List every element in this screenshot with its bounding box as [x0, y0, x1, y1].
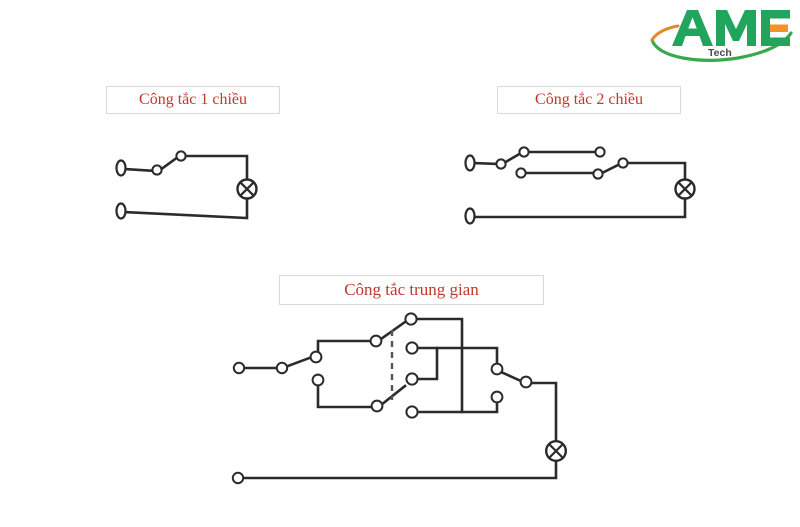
intermediate-terminal-live [232, 361, 246, 375]
intermediate-right-upper-contact-node [490, 362, 504, 376]
intermediate-left-upper-contact-node [369, 334, 383, 348]
logo-letter-e-top [761, 10, 790, 24]
intermediate-cross-wire-c [435, 346, 499, 366]
two-way-lamp-feed [624, 161, 687, 182]
one-way-wires [122, 154, 249, 220]
two-way-right-contact-lower-node [592, 168, 604, 180]
intermediate-lamp-icon [545, 440, 568, 463]
intermediate-return-wire [241, 459, 558, 480]
two-way-left-pivot-node [495, 158, 507, 170]
intermediate-terminal-neutral [231, 471, 245, 485]
one-way-terminal-live [115, 159, 127, 177]
one-way-input-lead [122, 167, 158, 173]
two-way-right-pivot-node [617, 157, 629, 169]
two-way-left-switch-arm [502, 151, 523, 165]
intermediate-left-lower-contact-node [370, 399, 384, 413]
intermediate-right-pivot-node [519, 375, 533, 389]
intermediate-cross-node-4 [405, 405, 419, 419]
intermediate-left-pivot-node [309, 350, 323, 364]
intermediate-cross-wire-b [415, 346, 439, 381]
intermediate-cross-node-1 [404, 312, 418, 326]
two-way-terminal-live [464, 154, 476, 172]
logo-letter-e-bottom [761, 24, 790, 46]
ame-tech-logo: Tech [648, 2, 796, 64]
one-way-switch-arm [158, 155, 180, 172]
one-way-terminal-neutral [115, 202, 127, 220]
logo-subtext: Tech [708, 47, 732, 59]
caption-intermediate-switch: Công tắc trung gian [279, 275, 544, 305]
intermediate-left-spare-node [311, 373, 325, 387]
intermediate-cross-arm-upper [379, 320, 407, 341]
intermediate-cross-wire-a [414, 317, 464, 414]
intermediate-right-switch-arm [499, 370, 523, 383]
one-way-switch-pivot-node [151, 164, 163, 176]
two-way-right-switch-arm [598, 162, 622, 176]
two-way-left-contact-upper-node [518, 146, 530, 158]
one-way-switch-contact-node [175, 150, 187, 162]
intermediate-right-lower-contact-node [490, 390, 504, 404]
intermediate-cross-arm-lower [379, 384, 407, 407]
intermediate-cross-node-3 [405, 372, 419, 386]
intermediate-left-switch-arm [286, 355, 314, 368]
intermediate-left-lower-traveler [316, 373, 374, 409]
intermediate-wires [241, 317, 558, 480]
two-way-right-contact-upper-node [594, 146, 606, 158]
one-way-top-wire [182, 154, 249, 182]
logo-swoosh-accent-icon [650, 24, 680, 42]
one-way-lamp-icon [236, 178, 258, 200]
two-way-input-lead [471, 161, 502, 166]
two-way-left-contact-lower-node [515, 167, 527, 179]
one-way-return-wire [122, 197, 249, 220]
logo-letter-m [716, 10, 756, 46]
intermediate-cross-wire-d [415, 400, 499, 414]
intermediate-left-upper-traveler [316, 339, 373, 354]
intermediate-lamp-feed [529, 381, 558, 444]
logo-letter-e-accent-bar [770, 24, 788, 32]
intermediate-cross-node-2 [405, 341, 419, 355]
logo-letter-a [672, 10, 713, 46]
caption-two-way-switch: Công tắc 2 chiều [497, 86, 681, 114]
two-way-terminal-neutral [464, 207, 476, 225]
intermediate-left-input-node [275, 361, 289, 375]
two-way-wires [471, 150, 687, 219]
two-way-lamp-icon [674, 178, 696, 200]
two-way-return-wire [471, 197, 687, 219]
caption-one-way-switch: Công tắc 1 chiều [106, 86, 280, 114]
